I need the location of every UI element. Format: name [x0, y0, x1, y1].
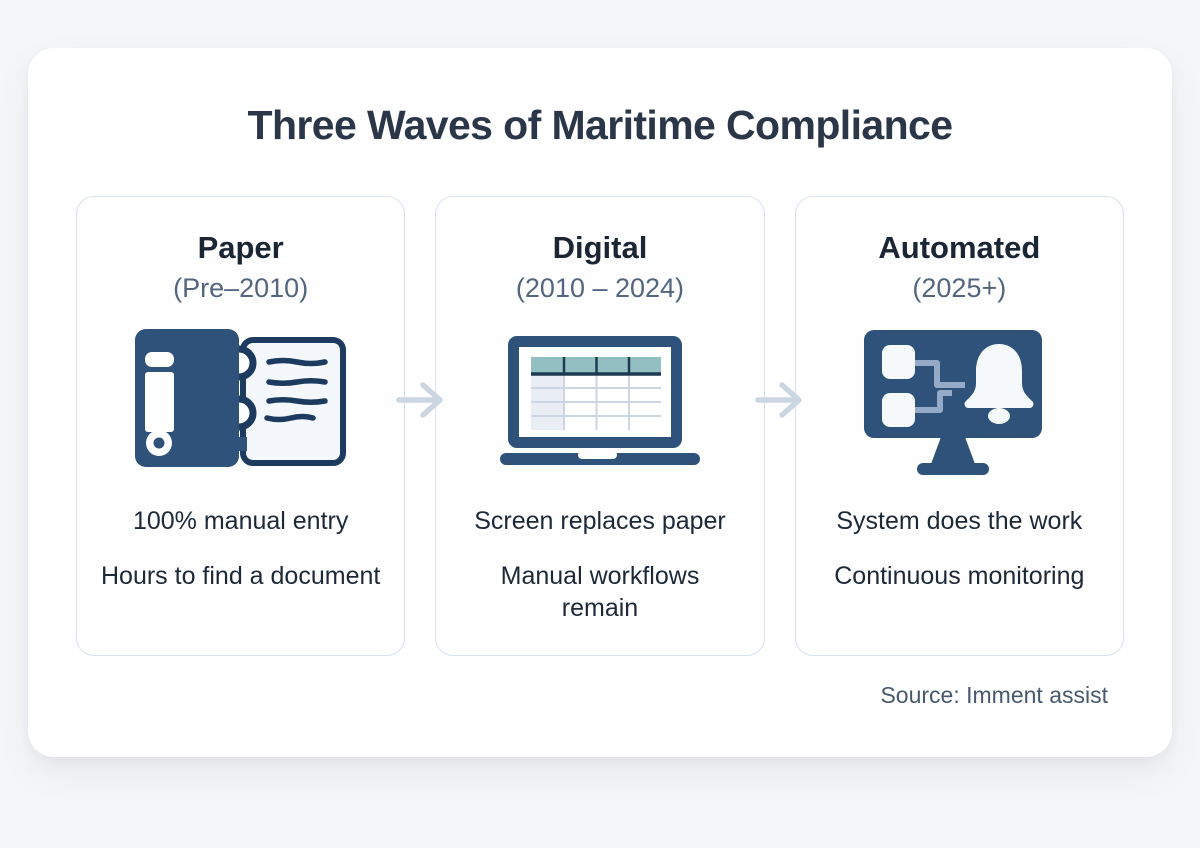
page-title: Three Waves of Maritime Compliance: [247, 102, 953, 148]
wave-card-automated: Automated (2025+) System does t: [794, 196, 1124, 656]
infographic-card: Three Waves of Maritime Compliance Paper…: [28, 48, 1172, 757]
card-fact: Continuous monitoring: [834, 561, 1085, 590]
card-period-automated: (2025+): [912, 273, 1007, 304]
wave-card-paper: Paper (Pre–2010): [76, 196, 406, 656]
card-title-automated: Automated: [878, 230, 1041, 265]
source-attribution: Source: Imment assist: [880, 682, 1108, 708]
waves-row: Paper (Pre–2010): [28, 196, 1172, 656]
card-title-digital: Digital: [552, 230, 648, 265]
card-fact: System does the work: [836, 506, 1083, 535]
right-arrow-icon: [396, 382, 443, 418]
card-fact: Hours to find a document: [101, 561, 381, 590]
card-period-digital: (2010 – 2024): [515, 273, 685, 304]
card-fact: 100% manual entry: [132, 506, 349, 535]
card-fact: Screen replaces paper: [474, 506, 726, 535]
wave-card-digital: Digital (2010 – 2024): [435, 196, 765, 656]
right-arrow-icon: [755, 382, 802, 418]
laptop-spreadsheet-icon: [495, 326, 705, 478]
card-period-paper: (Pre–2010): [173, 273, 309, 304]
binder-document-icon: [133, 326, 348, 478]
monitor-automation-bell-icon: [854, 326, 1064, 478]
card-fact: Manual workflows remain: [500, 561, 700, 622]
card-title-paper: Paper: [197, 230, 284, 265]
